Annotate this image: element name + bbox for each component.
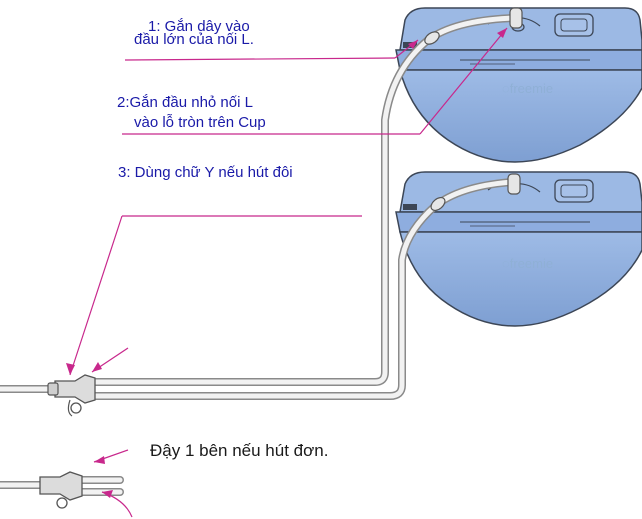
bottom-l-connector bbox=[430, 173, 521, 212]
step3-pointer bbox=[69, 215, 123, 376]
step2-pointer bbox=[419, 27, 508, 135]
single-y-connector bbox=[0, 471, 124, 509]
step1-underline bbox=[124, 57, 396, 61]
callout-lines bbox=[69, 27, 508, 518]
single-use-note: Đậy 1 bên nếu hút đơn. bbox=[150, 441, 329, 460]
tubing bbox=[0, 14, 519, 400]
top-collection-cup: ◌freemie bbox=[395, 7, 642, 163]
step2-label-line2: vào lỗ tròn trên Cup bbox=[134, 114, 266, 131]
step3-label: 3: Dùng chữ Y nếu hút đôi bbox=[118, 164, 293, 181]
step2-label-line1: 2:Gắn đầu nhỏ nối L bbox=[117, 94, 253, 111]
arrowheads bbox=[66, 28, 507, 498]
bottom-cup-brand-logo: ◌freemie bbox=[502, 256, 553, 271]
step1-label-line2: đầu lớn của nối L. bbox=[134, 31, 254, 48]
step1-label-line1: 1: Gắn dây vào bbox=[148, 18, 250, 35]
y-connector bbox=[47, 374, 96, 417]
top-cup-brand-logo: ◌freemie bbox=[502, 81, 553, 96]
top-l-connector bbox=[424, 7, 523, 45]
bottom-collection-cup: ◌freemie bbox=[395, 171, 642, 327]
